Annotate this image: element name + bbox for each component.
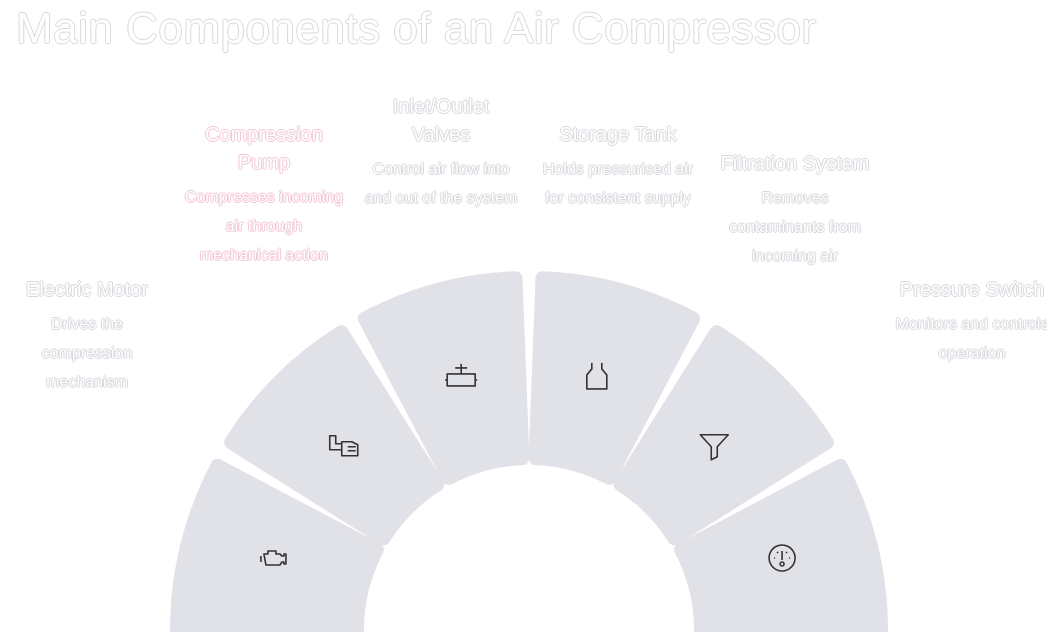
label-title: Inlet/Outlet Valves: [392, 96, 490, 146]
segment-tank: [528, 271, 701, 485]
label-pressure-switch: Pressure Switch Monitors and controls op…: [892, 276, 1047, 368]
label-electric-motor: Electric Motor Drives the compression me…: [7, 276, 167, 397]
gauge-icon: [768, 544, 796, 572]
label-title: Pressure Switch: [899, 279, 1045, 301]
label-description: Compresses incoming air through mechanic…: [184, 189, 344, 264]
label-compression-pump: Compression Pump Compresses incoming air…: [184, 121, 344, 270]
page-title: Main Components of an Air Compressor: [16, 4, 817, 53]
label-filtration-system: Filtration System Removes contaminants f…: [715, 150, 875, 271]
label-title: Storage Tank: [559, 124, 677, 146]
valve-icon: [445, 363, 478, 387]
segment-engine: [170, 458, 384, 632]
label-title: Electric Motor: [25, 279, 149, 301]
label-title: Filtration System: [720, 153, 870, 175]
tank-icon: [586, 362, 608, 390]
label-title: Compression Pump: [205, 124, 323, 174]
label-description: Control air flow into and out of the sys…: [364, 161, 518, 207]
label-description: Removes contaminants from incoming air: [729, 190, 861, 265]
segment-gauge: [674, 458, 888, 632]
segment-valve: [357, 271, 530, 485]
pump-icon: [328, 434, 359, 457]
label-description: Monitors and controls operation: [895, 316, 1047, 362]
filter-icon: [699, 433, 730, 461]
label-description: Holds pressurised air for consistent sup…: [542, 161, 694, 207]
label-description: Drives the compression mechanism: [41, 316, 133, 391]
engine-icon: [260, 550, 287, 566]
label-inlet-outlet-valves: Inlet/Outlet Valves Control air flow int…: [361, 93, 521, 213]
label-storage-tank: Storage Tank Holds pressurised air for c…: [538, 121, 698, 213]
